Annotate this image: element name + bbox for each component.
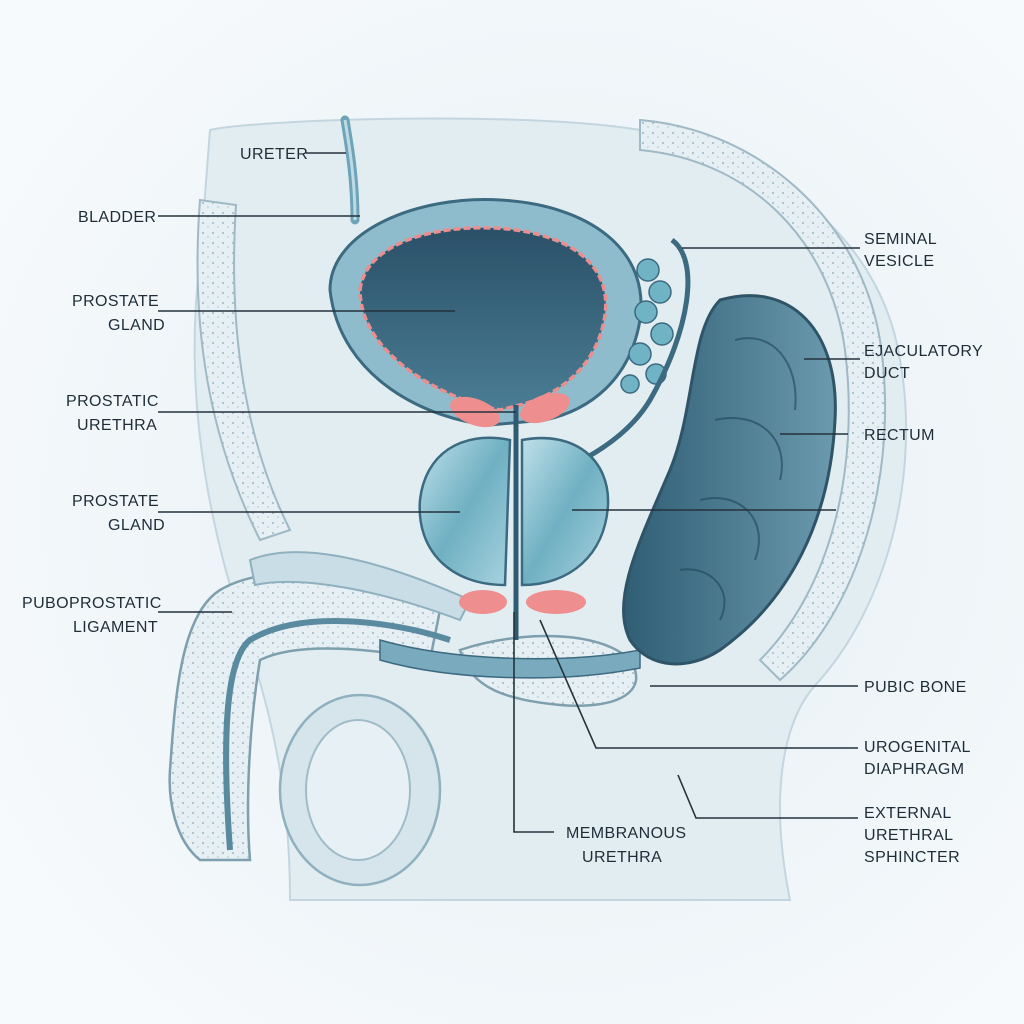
prostate-right-lobe xyxy=(520,436,610,587)
abdominal-wall xyxy=(196,198,292,542)
labels: URETER BLADDER PROSTATE GLAND PROSTATIC … xyxy=(22,146,988,866)
label-ejaculatory-duct: EJACULATORY DUCT xyxy=(864,343,988,382)
leader-urogenital xyxy=(539,619,858,749)
leader-external-sphincter xyxy=(677,774,858,819)
urogenital-diaphragm xyxy=(379,639,641,679)
label-bladder: BLADDER xyxy=(78,209,156,226)
external-sphincter-left xyxy=(459,590,507,614)
label-ureter: URETER xyxy=(240,146,308,163)
seminal-vesicle xyxy=(620,258,674,394)
label-puboprostatic-ligament: PUBOPROSTATIC LIGAMENT xyxy=(22,595,167,636)
label-prostatic-urethra: PROSTATIC URETHRA xyxy=(66,393,164,434)
label-prostate-gland-lower: PROSTATE GLAND xyxy=(72,493,165,534)
label-external-urethral-sphincter: EXTERNAL URETHRAL SPHINCTER xyxy=(864,805,960,866)
leader-lines xyxy=(158,152,860,833)
prostate-left-lobe xyxy=(418,436,512,587)
label-rectum: RECTUM xyxy=(864,427,935,444)
label-urogenital-diaphragm: UROGENITAL DIAPHRAGM xyxy=(864,739,975,778)
sacrum-bone xyxy=(639,118,887,682)
leader-membranous-urethra xyxy=(513,612,554,833)
rectum-folds xyxy=(679,337,797,621)
label-pubic-bone: PUBIC BONE xyxy=(864,679,967,696)
puboprostatic-ligament xyxy=(248,551,472,622)
testis xyxy=(305,719,411,861)
external-sphincter-right xyxy=(526,590,586,614)
label-seminal-vesicle: SEMINAL VESICLE xyxy=(864,231,941,270)
internal-sphincter-right xyxy=(520,392,570,424)
label-membranous-urethra: MEMBRANOUS URETHRA xyxy=(566,825,691,866)
urethra-penile xyxy=(223,618,451,851)
ureter-inner xyxy=(343,119,357,221)
bladder-lumen xyxy=(358,225,608,412)
rectum xyxy=(622,294,837,666)
label-prostate-gland-upper: PROSTATE GLAND xyxy=(72,293,165,334)
